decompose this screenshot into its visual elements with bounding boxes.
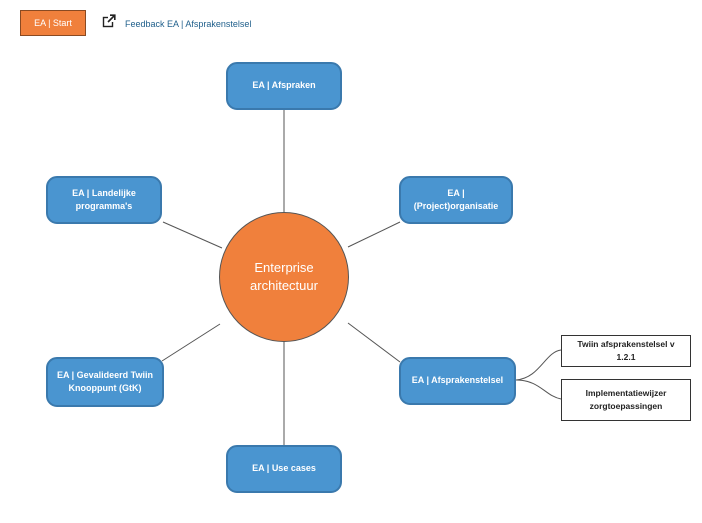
connector-organisatie [347,221,401,248]
feedback-link[interactable]: Feedback EA | Afsprakenstelsel [125,19,252,29]
connector-knooppunt [161,323,221,362]
connector-landelijke [162,221,223,249]
hub-enterprise-architectuur[interactable]: Enterprise architectuur [219,212,349,342]
subnode-implementatiewijzer[interactable]: Implementatiewijzer zorgtoepassingen [561,379,691,421]
node-project-organisatie[interactable]: EA | (Project)organisatie [399,176,513,224]
connector-twiin [515,349,562,381]
connector-implementatiewijzer [515,379,562,400]
node-use-cases[interactable]: EA | Use cases [226,445,342,493]
subnode-twiin-afsprakenstelsel[interactable]: Twiin afsprakenstelsel v 1.2.1 [561,335,691,367]
node-landelijke-programmas[interactable]: EA | Landelijke programma's [46,176,162,224]
node-afsprakenstelsel[interactable]: EA | Afsprakenstelsel [399,357,516,405]
start-button[interactable]: EA | Start [20,10,86,36]
node-afspraken[interactable]: EA | Afspraken [226,62,342,110]
external-link-icon[interactable] [102,14,116,28]
connector-afsprakenstelsel [347,322,401,363]
node-gevalideerd-twiin-knooppunt[interactable]: EA | Gevalideerd Twiin Knooppunt (GtK) [46,357,164,407]
